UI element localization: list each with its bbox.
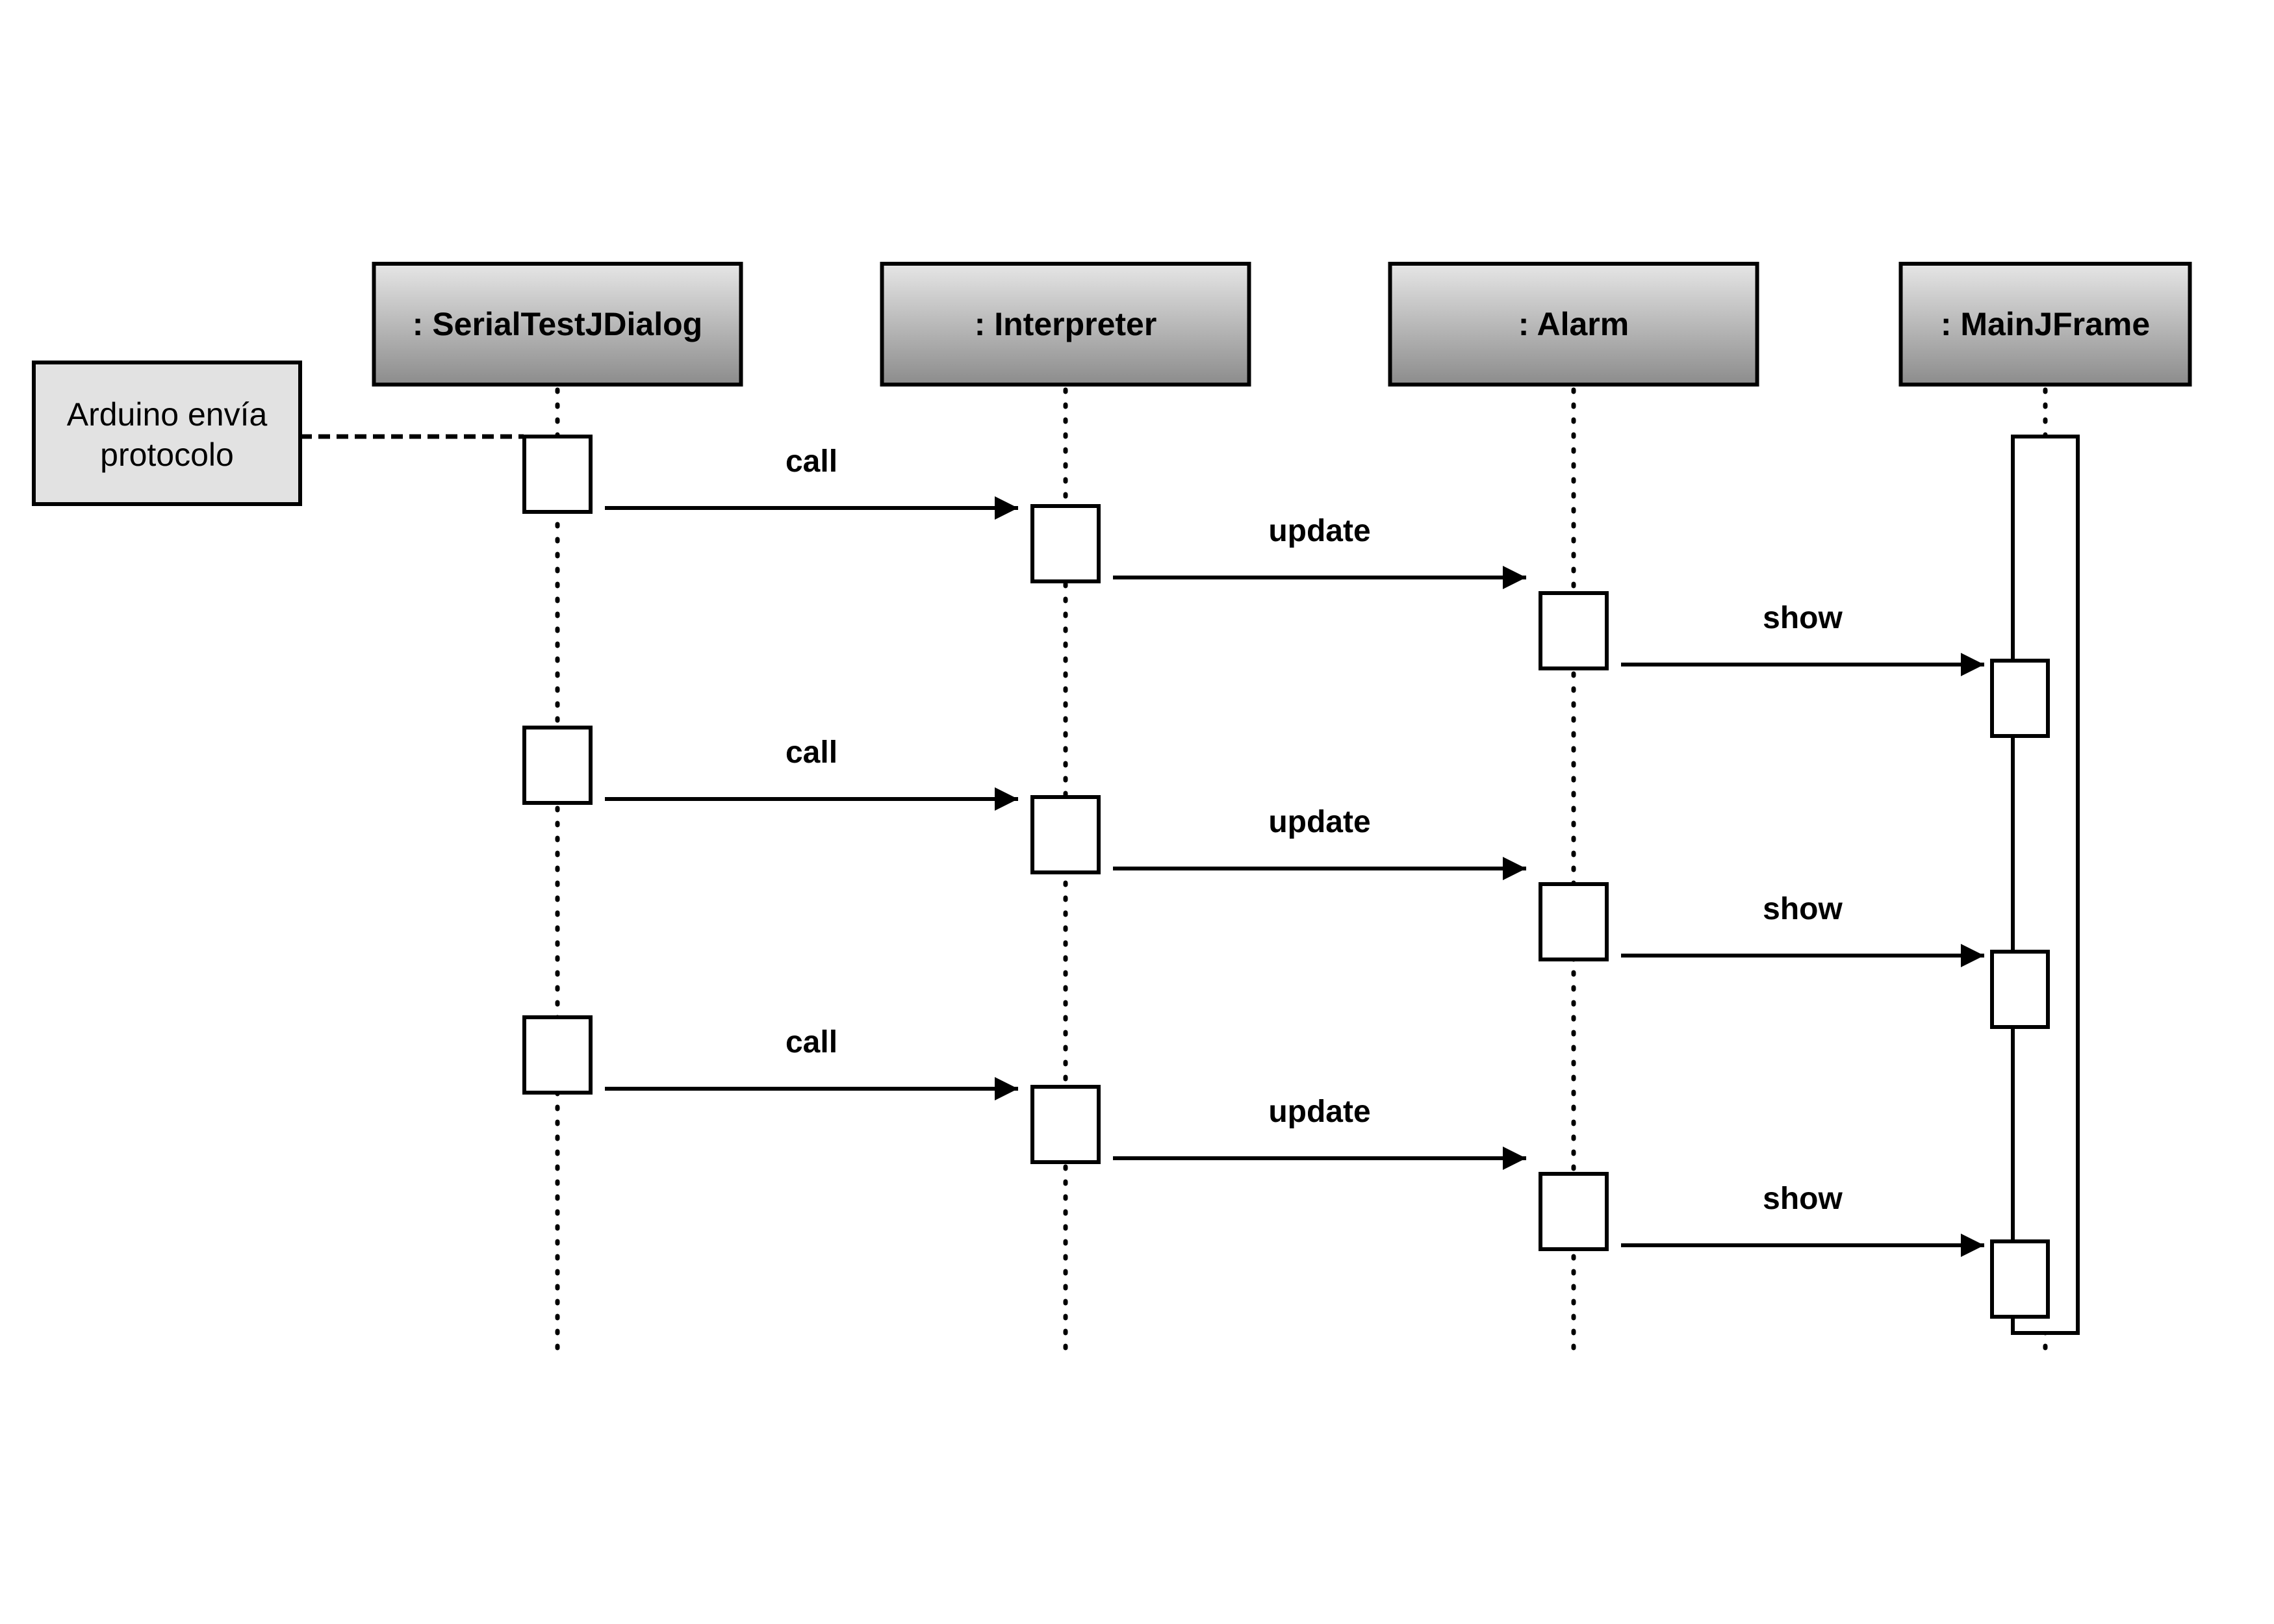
message-call: call: [605, 735, 1018, 811]
message-update: update: [1113, 1095, 1526, 1170]
message-label: call: [786, 1025, 837, 1059]
activation-box: [1990, 659, 2050, 738]
mainjframe-activation-bar: [2011, 435, 2080, 1335]
note: Arduino envía protocolo: [32, 361, 524, 506]
activation-box: [1030, 504, 1101, 583]
message-label: show: [1763, 892, 1843, 926]
message-label: update: [1268, 1095, 1370, 1129]
participant-box: [1388, 262, 1759, 387]
note-box: [32, 361, 302, 506]
activation-box: [1030, 795, 1101, 874]
participant-box: [880, 262, 1251, 387]
participant-interp: : Interpreter: [880, 262, 1251, 387]
message-show: show: [1621, 892, 1984, 967]
activation-box: [522, 726, 593, 805]
message-show: show: [1621, 1182, 1984, 1257]
activation-box: [522, 435, 593, 514]
participant-box: [1898, 262, 2192, 387]
participant-label: : Alarm: [1518, 306, 1629, 342]
activation-box: [1030, 1085, 1101, 1164]
activation-box: [1539, 1172, 1609, 1251]
message-call: call: [605, 1025, 1018, 1100]
participant-box: [372, 262, 743, 387]
activation-box: [1539, 882, 1609, 961]
message-label: show: [1763, 1182, 1843, 1216]
message-label: call: [786, 735, 837, 770]
activation-box: [522, 1015, 593, 1095]
activation-box: [1990, 950, 2050, 1029]
participant-serial: : SerialTestJDialog: [372, 262, 743, 387]
note-line: protocolo: [100, 437, 234, 473]
participant-alarm: : Alarm: [1388, 262, 1759, 387]
message-label: show: [1763, 601, 1843, 635]
note-line: Arduino envía: [67, 396, 268, 433]
message-label: update: [1268, 805, 1370, 839]
activation-box: [1539, 591, 1609, 670]
message-label: call: [786, 444, 837, 479]
message-label: update: [1268, 514, 1370, 548]
participant-label: : Interpreter: [975, 306, 1157, 342]
message-update: update: [1113, 514, 1526, 589]
participant-main: : MainJFrame: [1898, 262, 2192, 387]
activation-box: [1990, 1239, 2050, 1319]
message-call: call: [605, 444, 1018, 520]
participant-label: : MainJFrame: [1941, 306, 2150, 342]
message-update: update: [1113, 805, 1526, 880]
message-show: show: [1621, 601, 1984, 676]
participant-label: : SerialTestJDialog: [413, 306, 702, 342]
